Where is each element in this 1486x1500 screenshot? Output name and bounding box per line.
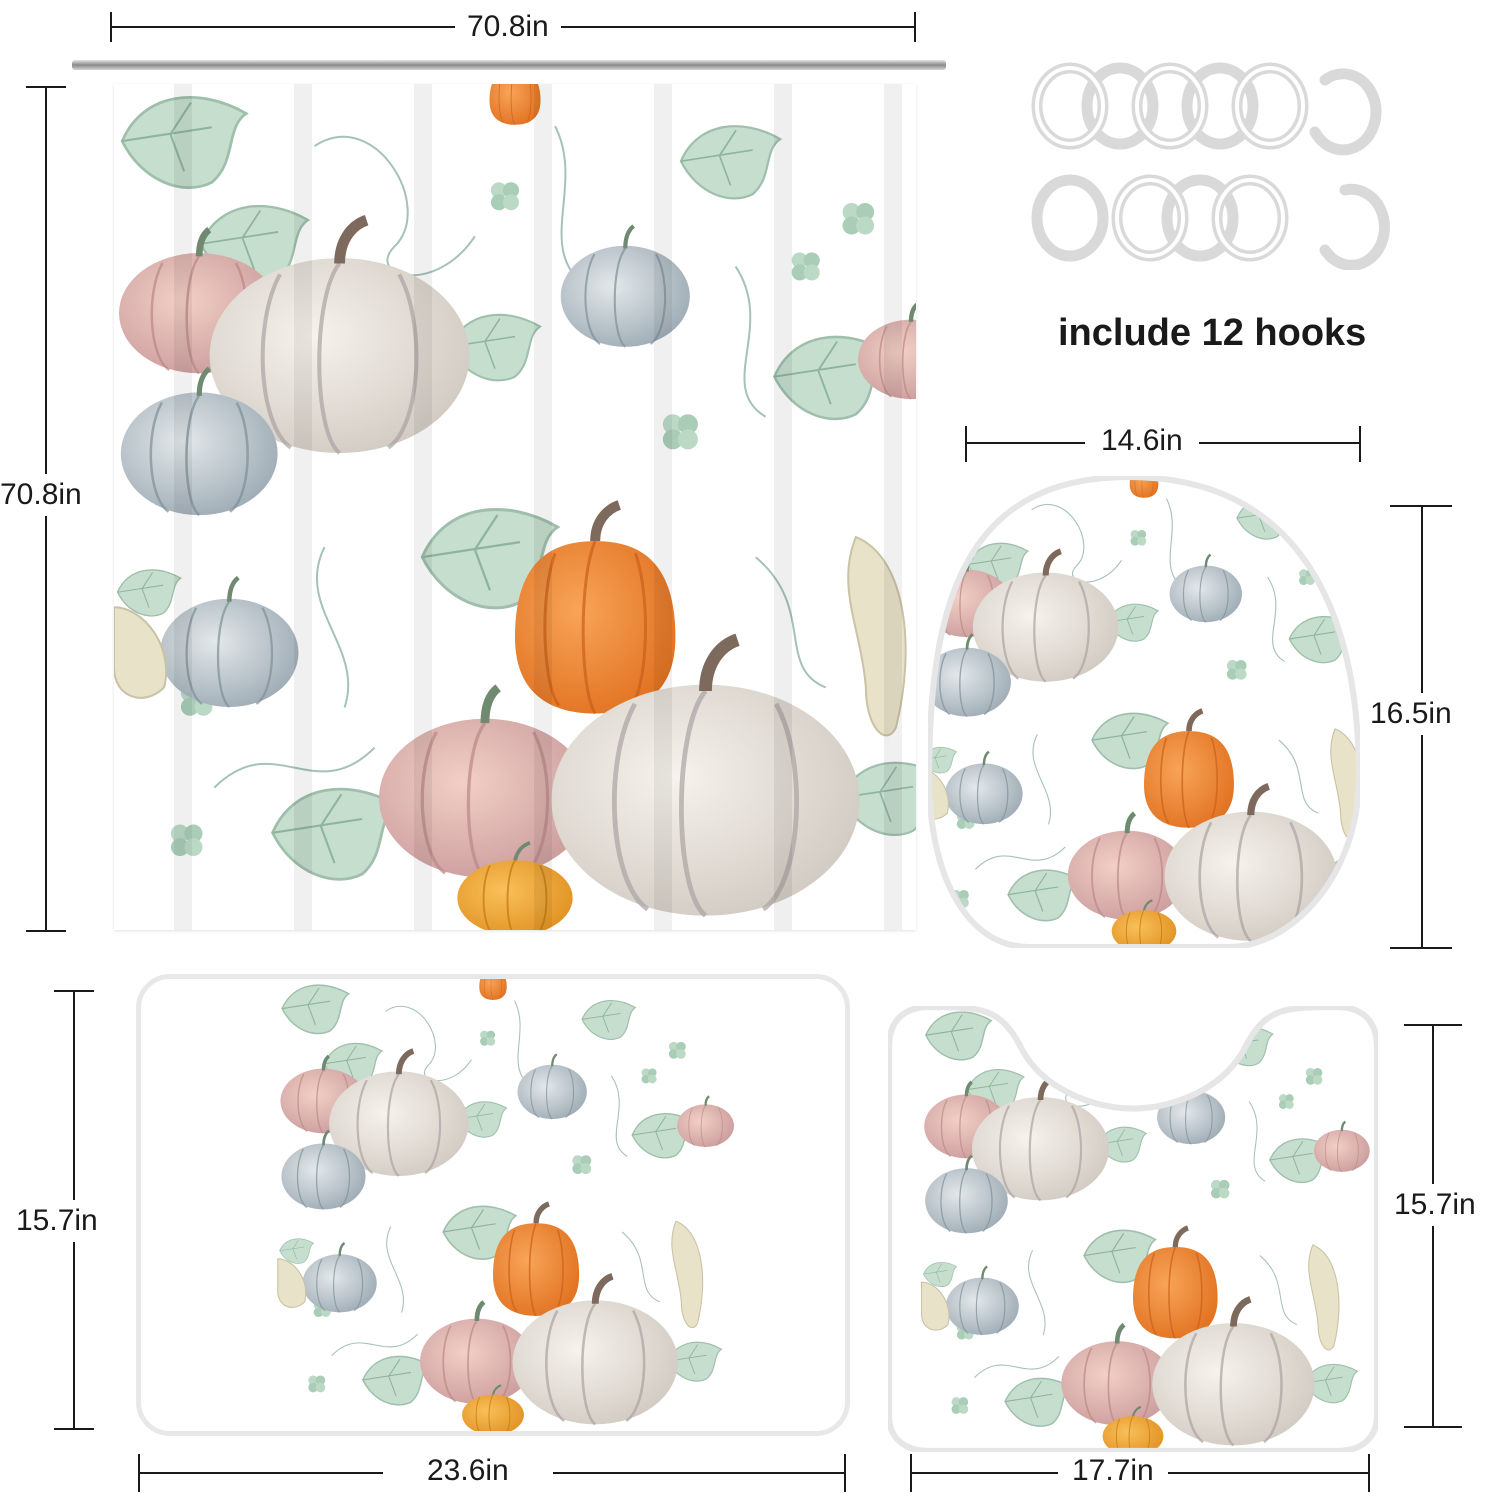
hooks-icon — [1031, 62, 1390, 270]
bathmat-height-label: 15.7in — [16, 1200, 98, 1242]
lid-cover — [928, 476, 1360, 948]
lid-height-dimension: 16.5in — [1370, 505, 1486, 949]
contour-height-dimension: 15.7in — [1392, 1024, 1486, 1428]
curtain-width-dimension: 70.8in — [110, 8, 916, 48]
shower-curtain — [114, 84, 916, 930]
bath-mat — [136, 974, 850, 1436]
bathmat-width-dimension: 23.6in — [138, 1448, 846, 1498]
curtain-width-label: 70.8in — [455, 10, 561, 44]
lid-height-label: 16.5in — [1370, 693, 1452, 735]
bathmat-height-dimension: 15.7in — [10, 990, 130, 1430]
contour-mat-pattern — [888, 1006, 1378, 1452]
hooks-label: include 12 hooks — [1058, 312, 1367, 354]
lid-width-dimension: 14.6in — [965, 420, 1361, 470]
curtain-height-dimension: 70.8in — [0, 86, 110, 932]
contour-width-dimension: 17.7in — [910, 1448, 1370, 1498]
contour-height-label: 15.7in — [1394, 1184, 1476, 1226]
hooks-group — [1025, 60, 1395, 270]
contour-width-label: 17.7in — [1058, 1454, 1168, 1488]
contour-mat — [888, 1006, 1378, 1452]
lid-width-label: 14.6in — [1085, 424, 1199, 458]
bathmat-pattern — [141, 979, 845, 1431]
bathmat-width-label: 23.6in — [383, 1454, 553, 1488]
curtain-height-label: 70.8in — [0, 474, 82, 516]
curtain-pattern — [114, 84, 916, 930]
curtain-rod — [72, 60, 946, 70]
lid-cover-pattern — [928, 476, 1360, 948]
